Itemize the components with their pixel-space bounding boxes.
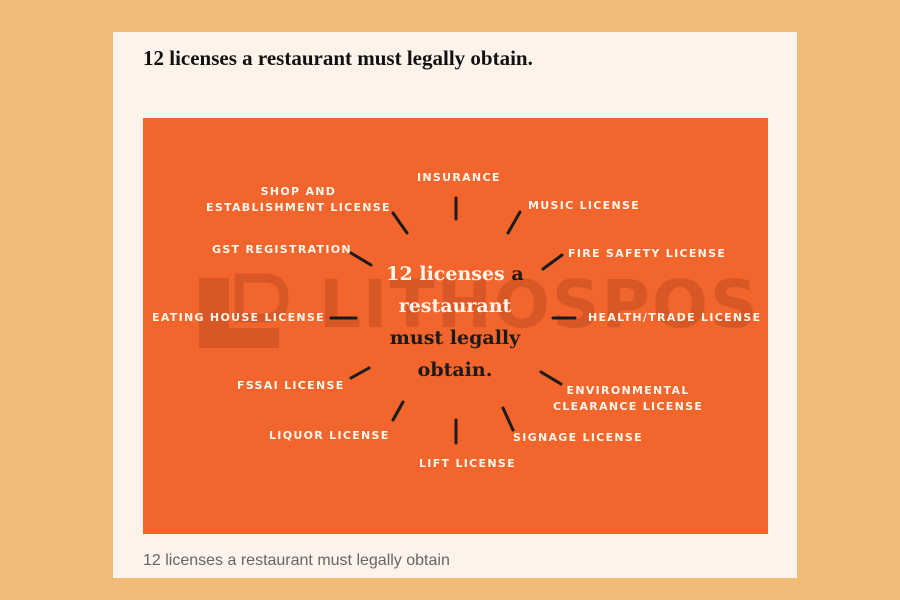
license-label-line: ESTABLISHMENT LICENSE [206, 201, 391, 214]
center-text-part1: 12 licenses [386, 263, 505, 285]
ray-liquor [391, 400, 405, 422]
license-label-line: SHOP AND [260, 185, 337, 198]
center-text-line3: must legally [389, 327, 521, 349]
article-card: 12 licenses a restaurant must legally ob… [113, 32, 797, 578]
ray-fssai [349, 366, 371, 380]
article-title: 12 licenses a restaurant must legally ob… [143, 46, 533, 70]
license-infographic: LITHOSPOS INSURANCE MUSIC LICENSE FIRE SAF… [143, 118, 768, 534]
license-label-shop: SHOP AND ESTABLISHMENT LICENSE [206, 184, 391, 216]
watermark: LITHOSPOS [189, 268, 768, 358]
ray-gst [349, 251, 373, 267]
watermark-text: LITHOSPOS [319, 266, 760, 343]
license-label-eating-house: EATING HOUSE LICENSE [152, 310, 325, 326]
license-label-environmental: ENVIRONMENTAL CLEARANCE LICENSE [553, 383, 703, 415]
radial-rays [329, 196, 577, 445]
license-label-line: LIFT LICENSE [419, 457, 516, 470]
center-text-line4: obtain. [417, 359, 493, 381]
license-label-line: SIGNAGE LICENSE [513, 431, 643, 444]
license-label-health-trade: HEALTH/TRADE LICENSE [588, 310, 761, 326]
license-label-line: GST REGISTRATION [212, 243, 352, 256]
figure-caption: 12 licenses a restaurant must legally ob… [143, 552, 450, 569]
license-label-line: ENVIRONMENTAL [566, 384, 690, 397]
center-text-line2: restaurant [398, 295, 512, 317]
ray-music [506, 210, 522, 235]
license-label-line: MUSIC LICENSE [528, 199, 641, 212]
license-label-gst: GST REGISTRATION [212, 242, 352, 258]
ray-environmental [539, 370, 563, 386]
center-text-part2: a [504, 263, 524, 285]
license-label-music: MUSIC LICENSE [528, 198, 640, 214]
license-label-insurance: INSURANCE [417, 170, 501, 186]
license-label-signage: SIGNAGE LICENSE [513, 430, 643, 446]
ray-fire-safety [541, 253, 564, 271]
license-label-line: INSURANCE [417, 171, 501, 184]
license-label-line: EATING HOUSE LICENSE [152, 311, 325, 324]
ray-signage [501, 406, 515, 432]
license-label-liquor: LIQUOR LICENSE [269, 428, 390, 444]
ray-shop [391, 211, 409, 235]
license-label-line: CLEARANCE LICENSE [553, 400, 704, 413]
license-label-lift: LIFT LICENSE [419, 456, 516, 472]
license-label-line: LIQUOR LICENSE [269, 429, 390, 442]
license-label-line: FSSAI LICENSE [237, 379, 345, 392]
center-text: 12 licenses a restaurant must legally ob… [375, 258, 535, 386]
license-label-fire-safety: FIRE SAFETY LICENSE [568, 246, 726, 262]
license-label-fssai: FSSAI LICENSE [237, 378, 345, 394]
watermark-logo-icon [199, 273, 289, 348]
license-label-line: FIRE SAFETY LICENSE [568, 247, 727, 260]
license-label-line: HEALTH/TRADE LICENSE [588, 311, 762, 324]
